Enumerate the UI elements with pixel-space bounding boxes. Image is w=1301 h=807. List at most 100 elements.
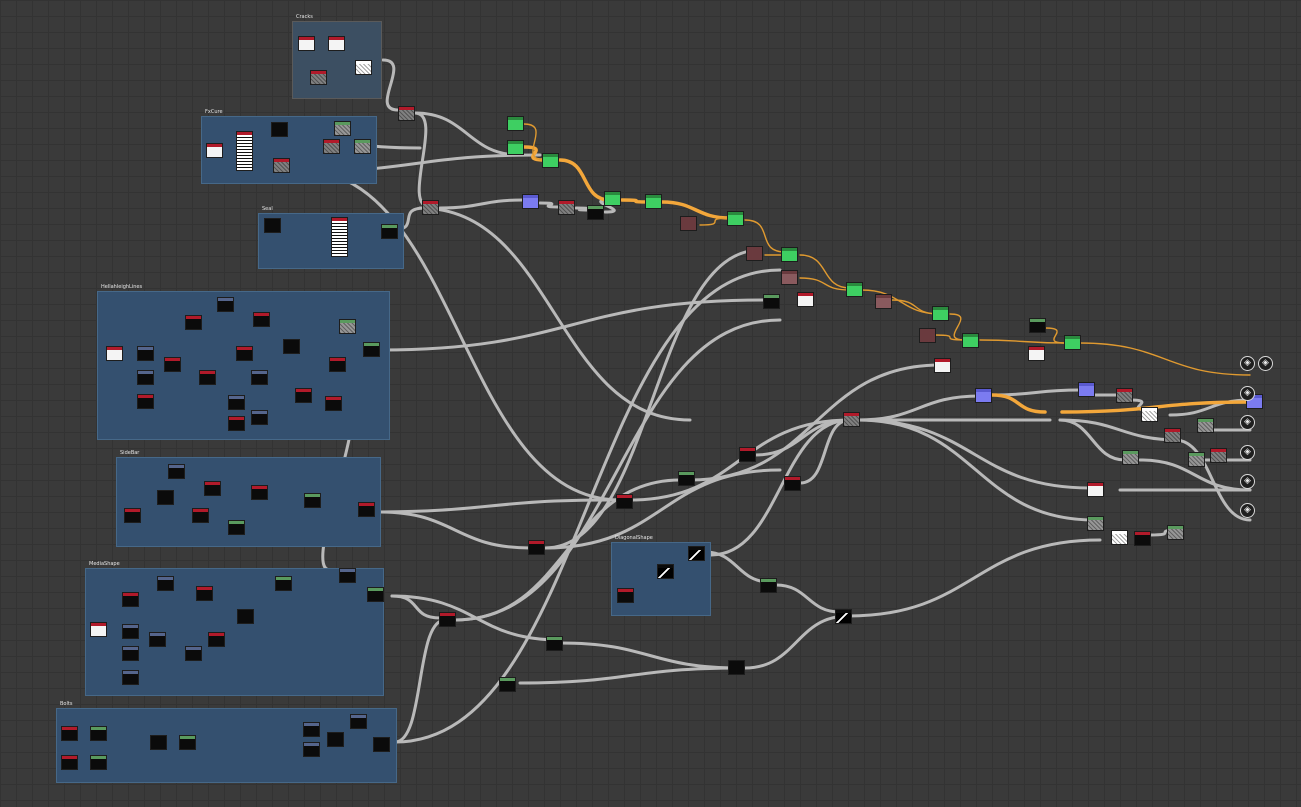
- node-link[interactable]: [743, 614, 850, 670]
- graph-node[interactable]: [339, 319, 356, 334]
- graph-node[interactable]: [1122, 450, 1139, 465]
- graph-node[interactable]: [217, 297, 234, 312]
- graph-node[interactable]: [1029, 318, 1046, 333]
- node-link[interactable]: [438, 198, 525, 210]
- graph-node[interactable]: [617, 588, 634, 603]
- graph-node[interactable]: [273, 158, 290, 173]
- node-link[interactable]: [543, 248, 762, 550]
- graph-node[interactable]: [236, 346, 253, 361]
- graph-node[interactable]: [275, 576, 292, 591]
- node-link[interactable]: [856, 394, 982, 422]
- graph-node[interactable]: [168, 464, 185, 479]
- graph-node[interactable]: [1116, 388, 1133, 403]
- graph-node[interactable]: [204, 481, 221, 496]
- graph-node[interactable]: [264, 218, 281, 233]
- highlighted-link[interactable]: [558, 158, 612, 202]
- graph-node[interactable]: [61, 726, 78, 741]
- graph-node[interactable]: [1141, 407, 1158, 422]
- node-link[interactable]: [413, 111, 432, 209]
- graph-node[interactable]: [185, 646, 202, 661]
- cube-output-icon[interactable]: ◈: [1240, 386, 1255, 401]
- graph-node[interactable]: [1028, 346, 1045, 361]
- graph-node[interactable]: [919, 328, 936, 343]
- graph-node[interactable]: [137, 370, 154, 385]
- highlighted-link[interactable]: [1044, 327, 1067, 344]
- graph-node[interactable]: [298, 36, 315, 51]
- graph-node[interactable]: [137, 346, 154, 361]
- node-link[interactable]: [798, 418, 852, 485]
- graph-node[interactable]: [303, 742, 320, 757]
- graph-node[interactable]: [678, 471, 695, 486]
- graph-node[interactable]: [328, 36, 345, 51]
- node-link[interactable]: [378, 510, 532, 550]
- graph-node[interactable]: [1078, 382, 1095, 397]
- graph-node[interactable]: [507, 140, 524, 155]
- graph-node[interactable]: [558, 200, 575, 215]
- graph-node[interactable]: [522, 194, 539, 209]
- highlighted-link[interactable]: [949, 313, 966, 341]
- graph-node[interactable]: [422, 200, 439, 215]
- graph-node[interactable]: [763, 294, 780, 309]
- graph-node[interactable]: [196, 586, 213, 601]
- graph-node[interactable]: [157, 490, 174, 505]
- graph-node[interactable]: [303, 722, 320, 737]
- graph-node[interactable]: [157, 576, 174, 591]
- graph-node[interactable]: [310, 70, 327, 85]
- graph-node[interactable]: [327, 732, 344, 747]
- graph-node[interactable]: [236, 131, 253, 171]
- graph-node[interactable]: [283, 339, 300, 354]
- graph-node[interactable]: [1064, 335, 1081, 350]
- node-link[interactable]: [1173, 438, 1252, 522]
- graph-node[interactable]: [1087, 516, 1104, 531]
- graph-node[interactable]: [934, 358, 951, 373]
- graph-node[interactable]: [355, 60, 372, 75]
- node-link[interactable]: [453, 318, 782, 622]
- graph-node[interactable]: [90, 726, 107, 741]
- node-link[interactable]: [368, 498, 612, 514]
- graph-node[interactable]: [381, 224, 398, 239]
- graph-node[interactable]: [185, 315, 202, 330]
- graph-node[interactable]: [90, 755, 107, 770]
- graph-node[interactable]: [304, 493, 321, 508]
- graph-node[interactable]: [1197, 418, 1214, 433]
- graph-node[interactable]: [439, 612, 456, 627]
- node-link[interactable]: [538, 201, 562, 209]
- highlighted-link[interactable]: [799, 254, 851, 289]
- graph-node[interactable]: [271, 122, 288, 137]
- graph-node[interactable]: [122, 646, 139, 661]
- node-link[interactable]: [856, 418, 1096, 522]
- highlighted-link[interactable]: [620, 198, 652, 204]
- highlighted-link[interactable]: [660, 200, 732, 220]
- graph-node[interactable]: [962, 333, 979, 348]
- graph-node[interactable]: [61, 755, 78, 770]
- cube-output-icon[interactable]: ◈: [1240, 356, 1255, 371]
- graph-node[interactable]: [251, 485, 268, 500]
- graph-node[interactable]: [179, 735, 196, 750]
- node-link[interactable]: [518, 666, 742, 685]
- graph-node[interactable]: [367, 587, 384, 602]
- graph-node[interactable]: [122, 624, 139, 639]
- graph-node[interactable]: [781, 270, 798, 285]
- graph-node[interactable]: [781, 247, 798, 262]
- graph-node[interactable]: [228, 520, 245, 535]
- graph-node[interactable]: [208, 632, 225, 647]
- node-link[interactable]: [413, 111, 522, 157]
- graph-node[interactable]: [645, 194, 662, 209]
- graph-node[interactable]: [206, 143, 223, 158]
- graph-node[interactable]: [932, 306, 949, 321]
- graph-node[interactable]: [846, 282, 863, 297]
- graph-node[interactable]: [1188, 452, 1205, 467]
- graph-node[interactable]: [1087, 482, 1104, 497]
- graph-node[interactable]: [875, 294, 892, 309]
- graph-node[interactable]: [1111, 530, 1128, 545]
- node-link[interactable]: [1058, 418, 1182, 442]
- graph-node[interactable]: [616, 494, 633, 509]
- graph-node[interactable]: [150, 735, 167, 750]
- node-link[interactable]: [753, 418, 852, 457]
- graph-node[interactable]: [192, 508, 209, 523]
- graph-node[interactable]: [499, 677, 516, 692]
- node-link[interactable]: [1058, 418, 1127, 462]
- highlighted-link[interactable]: [523, 123, 546, 161]
- graph-node[interactable]: [657, 564, 674, 579]
